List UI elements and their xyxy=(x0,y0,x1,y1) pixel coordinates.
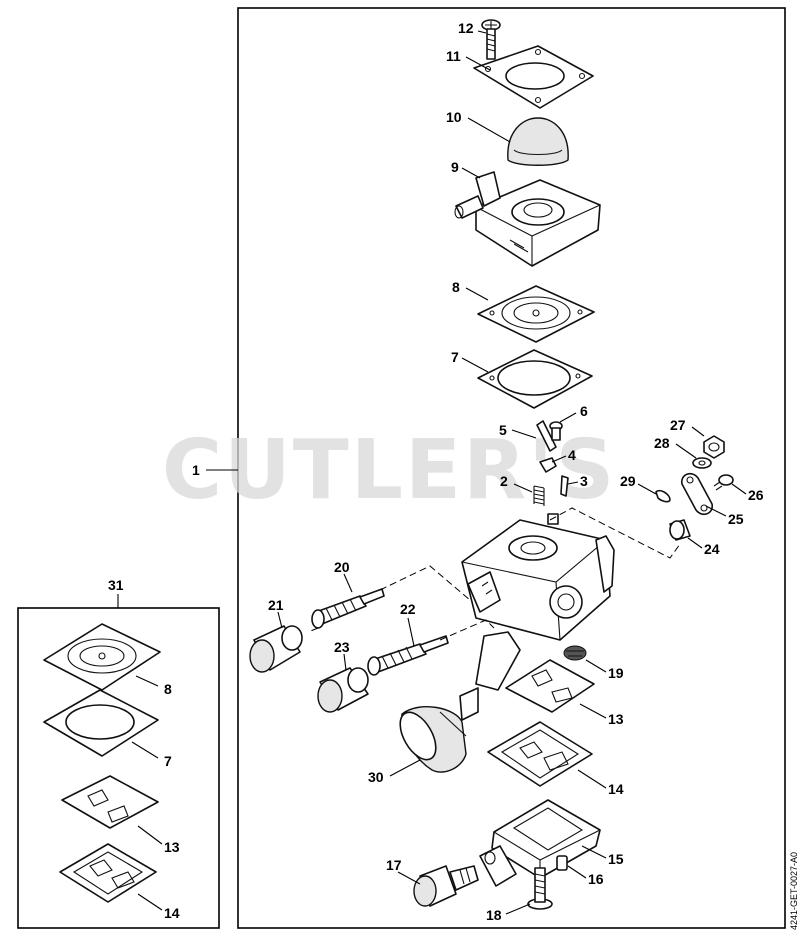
main-assembly-frame xyxy=(237,7,786,929)
part-gasket-14 xyxy=(487,721,593,787)
label-17: 17 xyxy=(386,857,402,873)
label-11: 11 xyxy=(446,48,461,64)
part-needle-3 xyxy=(560,475,569,497)
leader-lines xyxy=(117,30,747,915)
label-27: 27 xyxy=(670,417,686,433)
part-spring-2 xyxy=(533,485,545,506)
part-screw-12 xyxy=(481,19,501,60)
part-lever-25 xyxy=(681,472,713,516)
label-31: 31 xyxy=(108,577,124,593)
label-2: 2 xyxy=(500,473,508,489)
part-gasket-11 xyxy=(473,45,594,109)
kit-label-14: 14 xyxy=(164,905,180,921)
assembly-lines xyxy=(307,507,681,641)
part-gasket-7 xyxy=(477,349,593,409)
part-diaphragm-8 xyxy=(477,285,595,343)
part-primer-cover-9 xyxy=(454,171,601,267)
kit-label-13: 13 xyxy=(164,839,180,855)
part-fitting-17 xyxy=(413,865,479,907)
label-1: 1 xyxy=(192,462,200,478)
part-screw-6 xyxy=(549,421,563,441)
kit-gasket-14 xyxy=(59,843,157,903)
label-5: 5 xyxy=(499,422,507,438)
label-20: 20 xyxy=(334,559,350,575)
part-plate-13 xyxy=(505,659,595,713)
label-3: 3 xyxy=(580,473,588,489)
label-19: 19 xyxy=(608,665,624,681)
label-25: 25 xyxy=(728,511,744,527)
label-26: 26 xyxy=(748,487,764,503)
label-12: 12 xyxy=(458,20,474,36)
part-screen-19 xyxy=(563,645,587,661)
label-13: 13 xyxy=(608,711,624,727)
label-28: 28 xyxy=(654,435,670,451)
kit-plate-13 xyxy=(61,775,159,829)
part-end-cover-15 xyxy=(479,799,601,887)
part-primer-bulb-10 xyxy=(507,117,569,166)
part-sleeve-24 xyxy=(669,519,691,541)
part-limiter-cap-23 xyxy=(317,667,369,713)
label-6: 6 xyxy=(580,403,588,419)
part-elbow-30 xyxy=(399,687,479,773)
part-clip-29 xyxy=(655,489,671,503)
kit-gasket-7 xyxy=(43,689,159,757)
label-22: 22 xyxy=(400,601,416,617)
part-nut-27 xyxy=(703,435,725,459)
kit-diaphragm-8 xyxy=(43,623,161,691)
label-21: 21 xyxy=(268,597,284,613)
label-7: 7 xyxy=(451,349,459,365)
part-adjusting-screw-22 xyxy=(367,635,449,676)
label-9: 9 xyxy=(451,159,459,175)
part-pin-5 xyxy=(536,420,557,452)
kit-label-7: 7 xyxy=(164,753,172,769)
part-number-labels: 1 2 3 4 5 6 7 8 9 10 11 12 13 14 15 16 1… xyxy=(108,20,764,923)
part-limiter-cap-21 xyxy=(249,625,303,673)
drawing-code: 4241-GET-0027-A0 xyxy=(789,852,799,930)
label-16: 16 xyxy=(588,871,604,887)
label-8: 8 xyxy=(452,279,460,295)
label-18: 18 xyxy=(486,907,502,923)
label-4: 4 xyxy=(568,447,576,463)
part-washer-28 xyxy=(692,457,712,469)
label-29: 29 xyxy=(620,473,636,489)
label-30: 30 xyxy=(368,769,384,785)
part-pin-16 xyxy=(556,855,568,871)
label-23: 23 xyxy=(334,639,350,655)
part-screw-18 xyxy=(527,867,553,910)
part-adjusting-screw-20 xyxy=(311,588,385,629)
label-15: 15 xyxy=(608,851,624,867)
label-10: 10 xyxy=(446,109,462,125)
part-carburetor-body xyxy=(461,513,615,691)
kit-label-8: 8 xyxy=(164,681,172,697)
label-24: 24 xyxy=(704,541,720,557)
label-14: 14 xyxy=(608,781,624,797)
part-screw-26 xyxy=(713,474,734,491)
